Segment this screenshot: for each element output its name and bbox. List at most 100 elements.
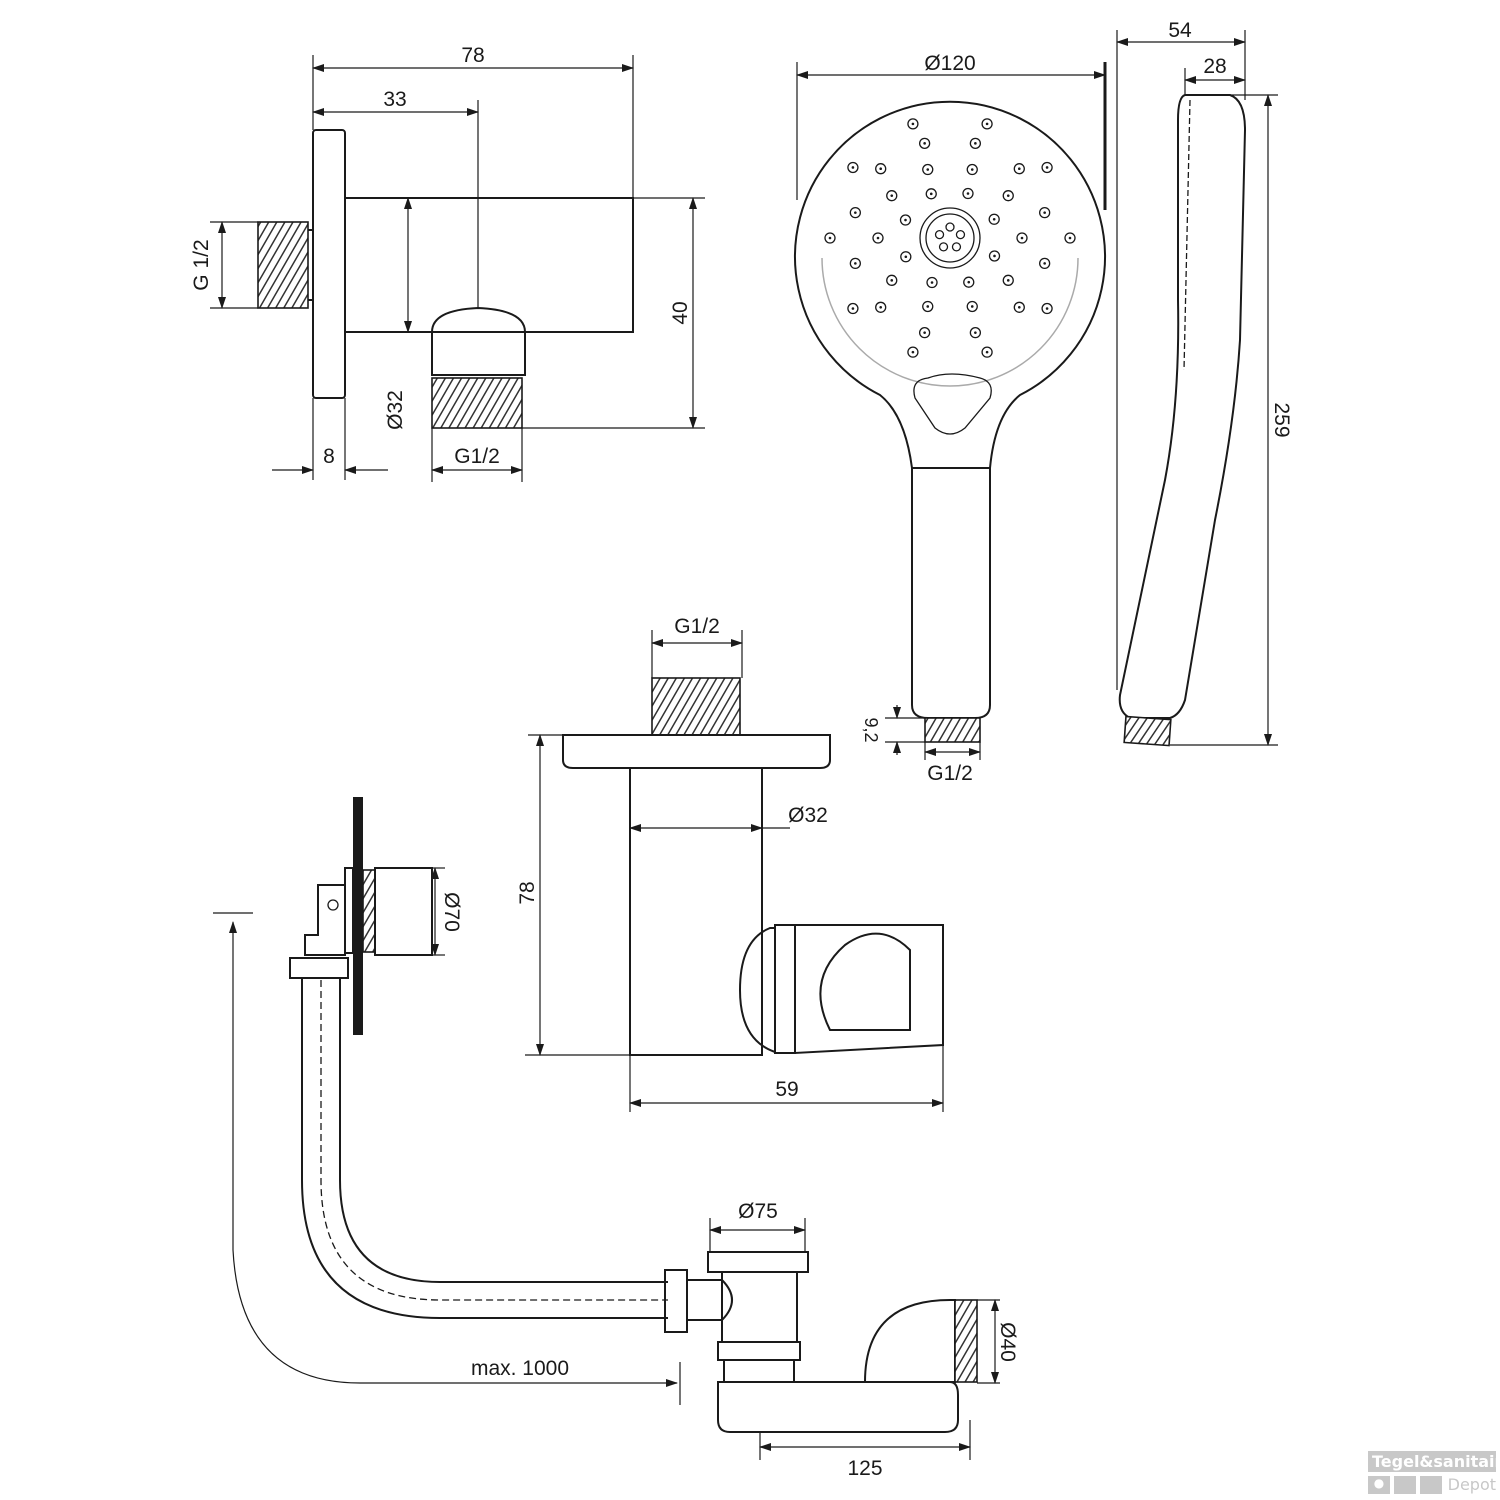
- shower-holder: G1/2 Ø32 78 59: [516, 615, 944, 1112]
- dim-overflow-diameter: Ø70: [440, 892, 463, 932]
- nozzle: [1039, 257, 1051, 270]
- nozzle: [981, 118, 993, 130]
- watermark-logo: Tegel&sanitair ● Depot: [1368, 1451, 1500, 1494]
- dim-offset: 33: [383, 88, 406, 111]
- outlet-dome: [431, 306, 526, 376]
- nozzle: [824, 232, 836, 244]
- holder-thread: [651, 677, 741, 736]
- wall-outlet-view: 78 33 G 1/2 40 Ø32 8 G1/2: [190, 44, 705, 482]
- handle-thread: [924, 717, 981, 743]
- dim-shower-diameter: Ø120: [924, 52, 975, 75]
- waste-body: [721, 1271, 798, 1343]
- dim-drain-offset: 125: [847, 1457, 882, 1480]
- holder-plate: [562, 734, 831, 769]
- bath-wall: [353, 797, 363, 1035]
- dim-inlet-thread: G 1/2: [190, 239, 213, 290]
- nozzle: [1002, 190, 1014, 202]
- overflow-nut: [289, 957, 349, 979]
- nozzle: [922, 300, 934, 313]
- shower-handle: [911, 467, 991, 719]
- nozzle: [1064, 232, 1076, 244]
- nozzle: [847, 161, 859, 174]
- dim-depth: 54: [1168, 19, 1192, 42]
- nozzle: [886, 274, 898, 286]
- nozzle-pattern: [824, 118, 1076, 358]
- nozzle: [875, 163, 887, 175]
- nozzle: [1013, 301, 1025, 313]
- nozzle: [847, 302, 859, 315]
- center-nozzle: [934, 229, 945, 240]
- center-nozzle: [951, 242, 962, 252]
- outlet-connector: [954, 1299, 978, 1383]
- nozzle: [988, 213, 1000, 225]
- watermark-sub: Depot: [1447, 1475, 1497, 1494]
- nozzle: [872, 232, 884, 244]
- center-nozzle: [938, 242, 949, 252]
- nozzle: [981, 346, 993, 358]
- dim-holder-thread: G1/2: [674, 615, 720, 638]
- dim-max-length: max. 1000: [471, 1357, 569, 1380]
- dim-flange: 8: [323, 445, 335, 468]
- nozzle: [849, 257, 861, 270]
- holder-column: [629, 767, 763, 1056]
- dim-waste-diameter: Ø75: [738, 1200, 778, 1223]
- nozzle: [886, 190, 898, 202]
- dim-outlet-diameter: Ø40: [996, 1322, 1019, 1362]
- dim-holder-depth: 59: [775, 1078, 798, 1101]
- dim-holder-diameter: Ø32: [788, 804, 828, 827]
- nozzle: [962, 187, 974, 200]
- nozzle: [918, 137, 931, 149]
- overflow-knob[interactable]: [374, 867, 433, 956]
- shower-head: [794, 100, 1106, 469]
- nozzle: [875, 301, 887, 313]
- drop-icon: ●: [1368, 1475, 1390, 1494]
- center-nozzle: [945, 222, 955, 232]
- watermark-brand: Tegel&sanitair: [1368, 1451, 1500, 1472]
- mode-button[interactable]: [913, 373, 992, 435]
- shower-profile: [1118, 94, 1247, 719]
- dim-height: 40: [669, 301, 692, 324]
- trap-bottom: [717, 1381, 959, 1433]
- nozzle: [966, 163, 978, 176]
- nozzle: [899, 214, 912, 226]
- nozzle: [966, 300, 978, 313]
- dim-width: 78: [461, 44, 484, 67]
- waste-cap[interactable]: [707, 1251, 809, 1273]
- pipe-nut: [664, 1269, 688, 1333]
- nozzle: [918, 327, 931, 339]
- dim-holder-height: 78: [516, 881, 539, 904]
- inlet-thread: [257, 221, 309, 309]
- holder-cradle[interactable]: [794, 924, 944, 1055]
- nozzle: [1041, 302, 1053, 315]
- nozzle: [1013, 163, 1025, 175]
- hand-shower-side: 54 28 259: [1116, 19, 1293, 747]
- dim-head-depth: 28: [1203, 55, 1226, 78]
- nozzle: [907, 118, 919, 130]
- outlet-body: [344, 197, 634, 333]
- nozzle: [1016, 232, 1028, 244]
- nozzle: [907, 346, 919, 358]
- logo-square: [1393, 1475, 1416, 1494]
- nozzle: [1039, 206, 1051, 219]
- trap-elbow: [863, 1299, 956, 1383]
- logo-square: [1419, 1475, 1442, 1494]
- wall-flange: [312, 129, 346, 399]
- nozzle: [969, 327, 982, 339]
- dim-handle-thread: G1/2: [927, 762, 973, 785]
- hand-shower-front: Ø120 9,2 G1/2: [794, 52, 1107, 785]
- nozzle: [900, 251, 912, 263]
- nozzle: [969, 137, 982, 149]
- nozzle: [925, 188, 937, 200]
- overflow-body: [304, 884, 346, 956]
- side-thread: [1123, 715, 1172, 747]
- nozzle: [1041, 161, 1053, 174]
- nozzle: [963, 276, 975, 288]
- center-nozzle: [955, 229, 966, 240]
- dim-length: 259: [1270, 402, 1293, 437]
- bath-drain-set: Ø70 Ø75 Ø40 max. 1000 125: [213, 797, 1019, 1480]
- nozzle: [922, 163, 934, 176]
- dim-thread-length: 9,2: [861, 717, 881, 742]
- nozzle: [1002, 274, 1014, 286]
